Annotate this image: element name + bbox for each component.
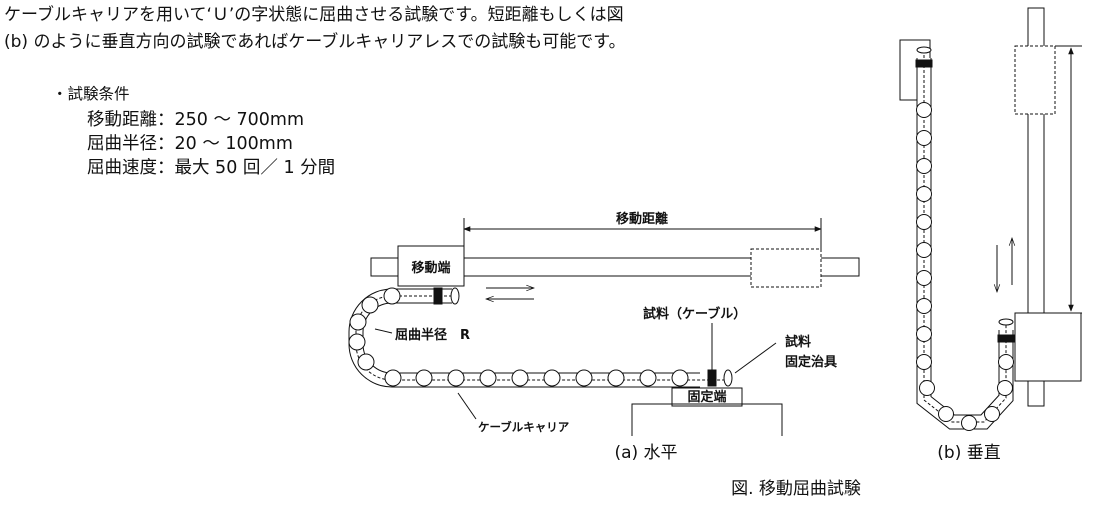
moving-end-far-position <box>750 248 822 288</box>
fixture-label-line-1: 試料 <box>785 334 811 350</box>
specimen-fixture <box>707 369 717 387</box>
conditions-list: 移動距離：250 ～ 700mm 屈曲半径：20 ～ 100mm 屈曲速度：最大… <box>87 108 335 180</box>
bend-radius-leader <box>374 328 393 334</box>
horizontal-test-diagram <box>348 218 860 436</box>
figure-caption: 図. 移動屈曲試験 <box>731 479 861 499</box>
guide-rail <box>370 257 860 277</box>
fixed-base <box>631 403 783 436</box>
condition-bend-speed: 屈曲速度：最大 50 回／ 1 分間 <box>87 158 336 178</box>
moving-clamp <box>433 287 443 305</box>
moving-end-label: 移動端 <box>411 260 450 276</box>
vertical-bottom-clamp <box>997 334 1015 343</box>
intro-line-1: ケーブルキャリアを用いて‘Ｕ’の字状態に屈曲させる試験です。短距離もしくは図 <box>4 5 624 25</box>
vertical-test-diagram <box>899 7 1082 431</box>
moving-distance-label: 移動距離 <box>616 211 668 227</box>
fixed-end-block <box>671 387 743 407</box>
intro-line-2: (b) のように垂直方向の試験であればケーブルキャリアレスでの試験も可能です。 <box>4 32 626 52</box>
vertical-moving-far-position <box>1014 45 1056 115</box>
condition-moving-distance: 移動距離：250 ～ 700mm <box>87 110 305 130</box>
bend-radius-label: 屈曲半径 R <box>395 327 470 343</box>
vertical-cable-carrier <box>916 58 1014 430</box>
condition-bend-radius: 屈曲半径：20 ～ 100mm <box>87 134 293 154</box>
carrier-links <box>348 287 689 387</box>
intro-text: ケーブルキャリアを用いて‘Ｕ’の字状態に屈曲させる試験です。短距離もしくは図 (… <box>4 2 626 56</box>
fixture-leader <box>734 342 777 374</box>
vertical-top-clamp <box>915 59 933 68</box>
conditions-heading: ・試験条件 <box>52 85 130 103</box>
vertical-carrier-links <box>916 102 1014 431</box>
moving-end-block <box>397 245 465 287</box>
fixture-label-line-2: 固定治具 <box>785 354 837 370</box>
caption-vertical: (b) 垂直 <box>937 443 1000 463</box>
specimen-cable-label: 試料（ケーブル） <box>643 306 746 322</box>
cable-carrier-label: ケーブルキャリア <box>478 420 570 434</box>
carrier-leader <box>457 392 477 420</box>
caption-horizontal: (a) 水平 <box>614 443 677 463</box>
vertical-moving-block <box>1014 312 1082 382</box>
vertical-cable-specimen <box>923 50 1007 423</box>
fixed-end-label: 固定端 <box>687 389 726 405</box>
